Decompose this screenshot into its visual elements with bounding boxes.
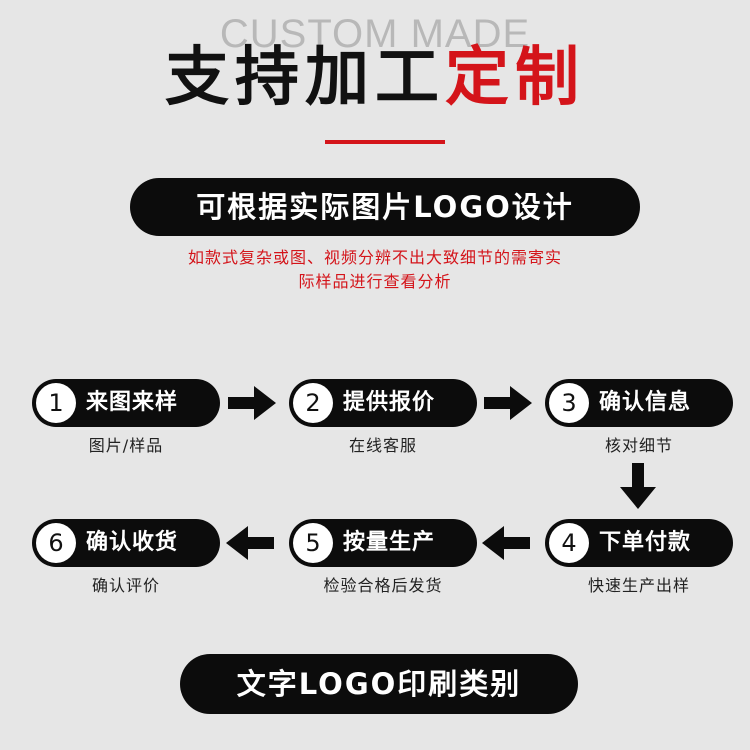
note-line-1: 如款式复杂或图、视频分辨不出大致细节的需寄实 (187, 248, 562, 267)
step-2: 2 提供报价 (289, 379, 477, 427)
step-6: 6 确认收货 (32, 519, 220, 567)
step-number: 1 (36, 383, 76, 423)
step-number: 6 (36, 523, 76, 563)
step-sub: 图片/样品 (88, 436, 164, 455)
step-sub: 核对细节 (604, 436, 673, 455)
step-number: 2 (293, 383, 333, 423)
step-sub: 快速生产出样 (587, 576, 690, 595)
step-label: 按量生产 (343, 530, 436, 555)
step-5: 5 按量生产 (289, 519, 477, 567)
step-label: 确认收货 (86, 530, 179, 555)
note-text: 如款式复杂或图、视频分辨不出大致细节的需寄实 际样品进行查看分析 (0, 246, 750, 294)
step-label: 确认信息 (599, 390, 692, 415)
step-number: 4 (549, 523, 589, 563)
watermark-text: CUSTOM MADE (219, 12, 531, 56)
design-pill: 可根据实际图片LOGO设计 (130, 178, 640, 236)
arrow-left-icon (226, 526, 274, 560)
step-sub: 确认评价 (91, 576, 160, 595)
arrow-right-icon (228, 386, 276, 420)
step-label: 提供报价 (343, 390, 436, 415)
step-3: 3 确认信息 (545, 379, 733, 427)
step-sub: 在线客服 (348, 436, 417, 455)
step-4: 4 下单付款 (545, 519, 733, 567)
title-underline (325, 140, 445, 144)
arrow-left-icon (482, 526, 530, 560)
title-black: 支持加工 (165, 41, 445, 115)
step-1: 1 来图来样 (32, 379, 220, 427)
step-number: 3 (549, 383, 589, 423)
arrow-right-icon (484, 386, 532, 420)
title-red: 定制 (445, 41, 585, 115)
step-label: 下单付款 (599, 530, 692, 555)
page-title: 支持加工定制 (0, 38, 750, 118)
step-sub: 检验合格后发货 (323, 576, 443, 595)
step-label: 来图来样 (86, 390, 179, 415)
arrow-down-icon (620, 463, 656, 509)
logo-print-pill: 文字LOGO印刷类别 (180, 654, 578, 714)
step-number: 5 (293, 523, 333, 563)
note-line-2: 际样品进行查看分析 (298, 272, 452, 291)
